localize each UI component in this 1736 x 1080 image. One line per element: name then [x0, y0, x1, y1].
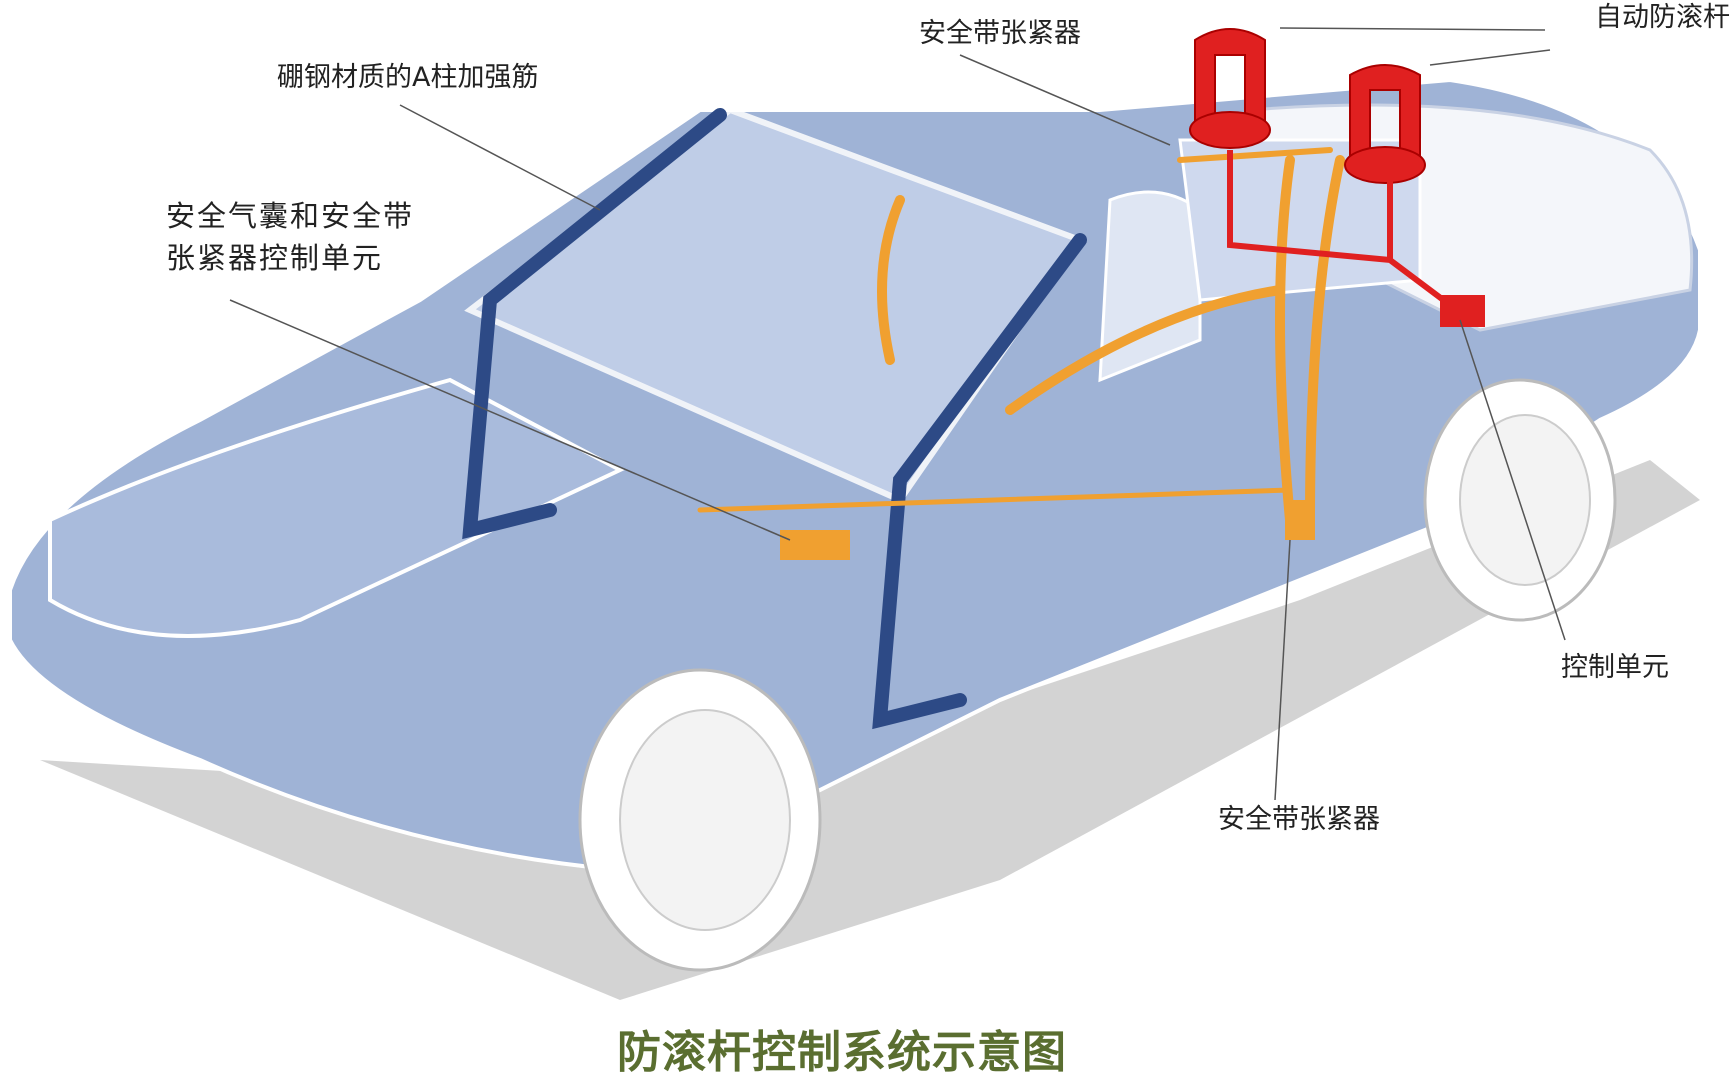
rear-wheel — [1423, 378, 1617, 622]
leader-lines — [229, 27, 1566, 801]
label-airbag-control-line1: 安全气囊和安全带 — [166, 199, 415, 233]
label-a-pillar: 硼钢材质的A柱加强筋 — [277, 62, 539, 93]
a-pillar-right — [872, 233, 1087, 730]
airbag-control-unit — [780, 530, 850, 560]
diagram-title: 防滚杆控制系统示意图 — [617, 1027, 1067, 1078]
label-control-unit: 控制单元 — [1561, 652, 1669, 683]
rollbar-control-unit — [1440, 295, 1485, 327]
label-airbag-control-line2: 张紧器控制单元 — [166, 241, 384, 275]
pretensioner-unit — [1285, 500, 1315, 540]
label-pretensioner-bottom: 安全带张紧器 — [1218, 804, 1380, 835]
a-pillar-left — [462, 108, 727, 540]
front-wheel — [578, 668, 822, 972]
label-pretensioner-top: 安全带张紧器 — [919, 18, 1081, 49]
label-auto-rollbar: 自动防滚杆 — [1595, 2, 1730, 33]
ground-shadow — [40, 460, 1700, 1000]
rollbar-system — [1189, 28, 1426, 184]
seatbelt-system — [697, 147, 1345, 525]
